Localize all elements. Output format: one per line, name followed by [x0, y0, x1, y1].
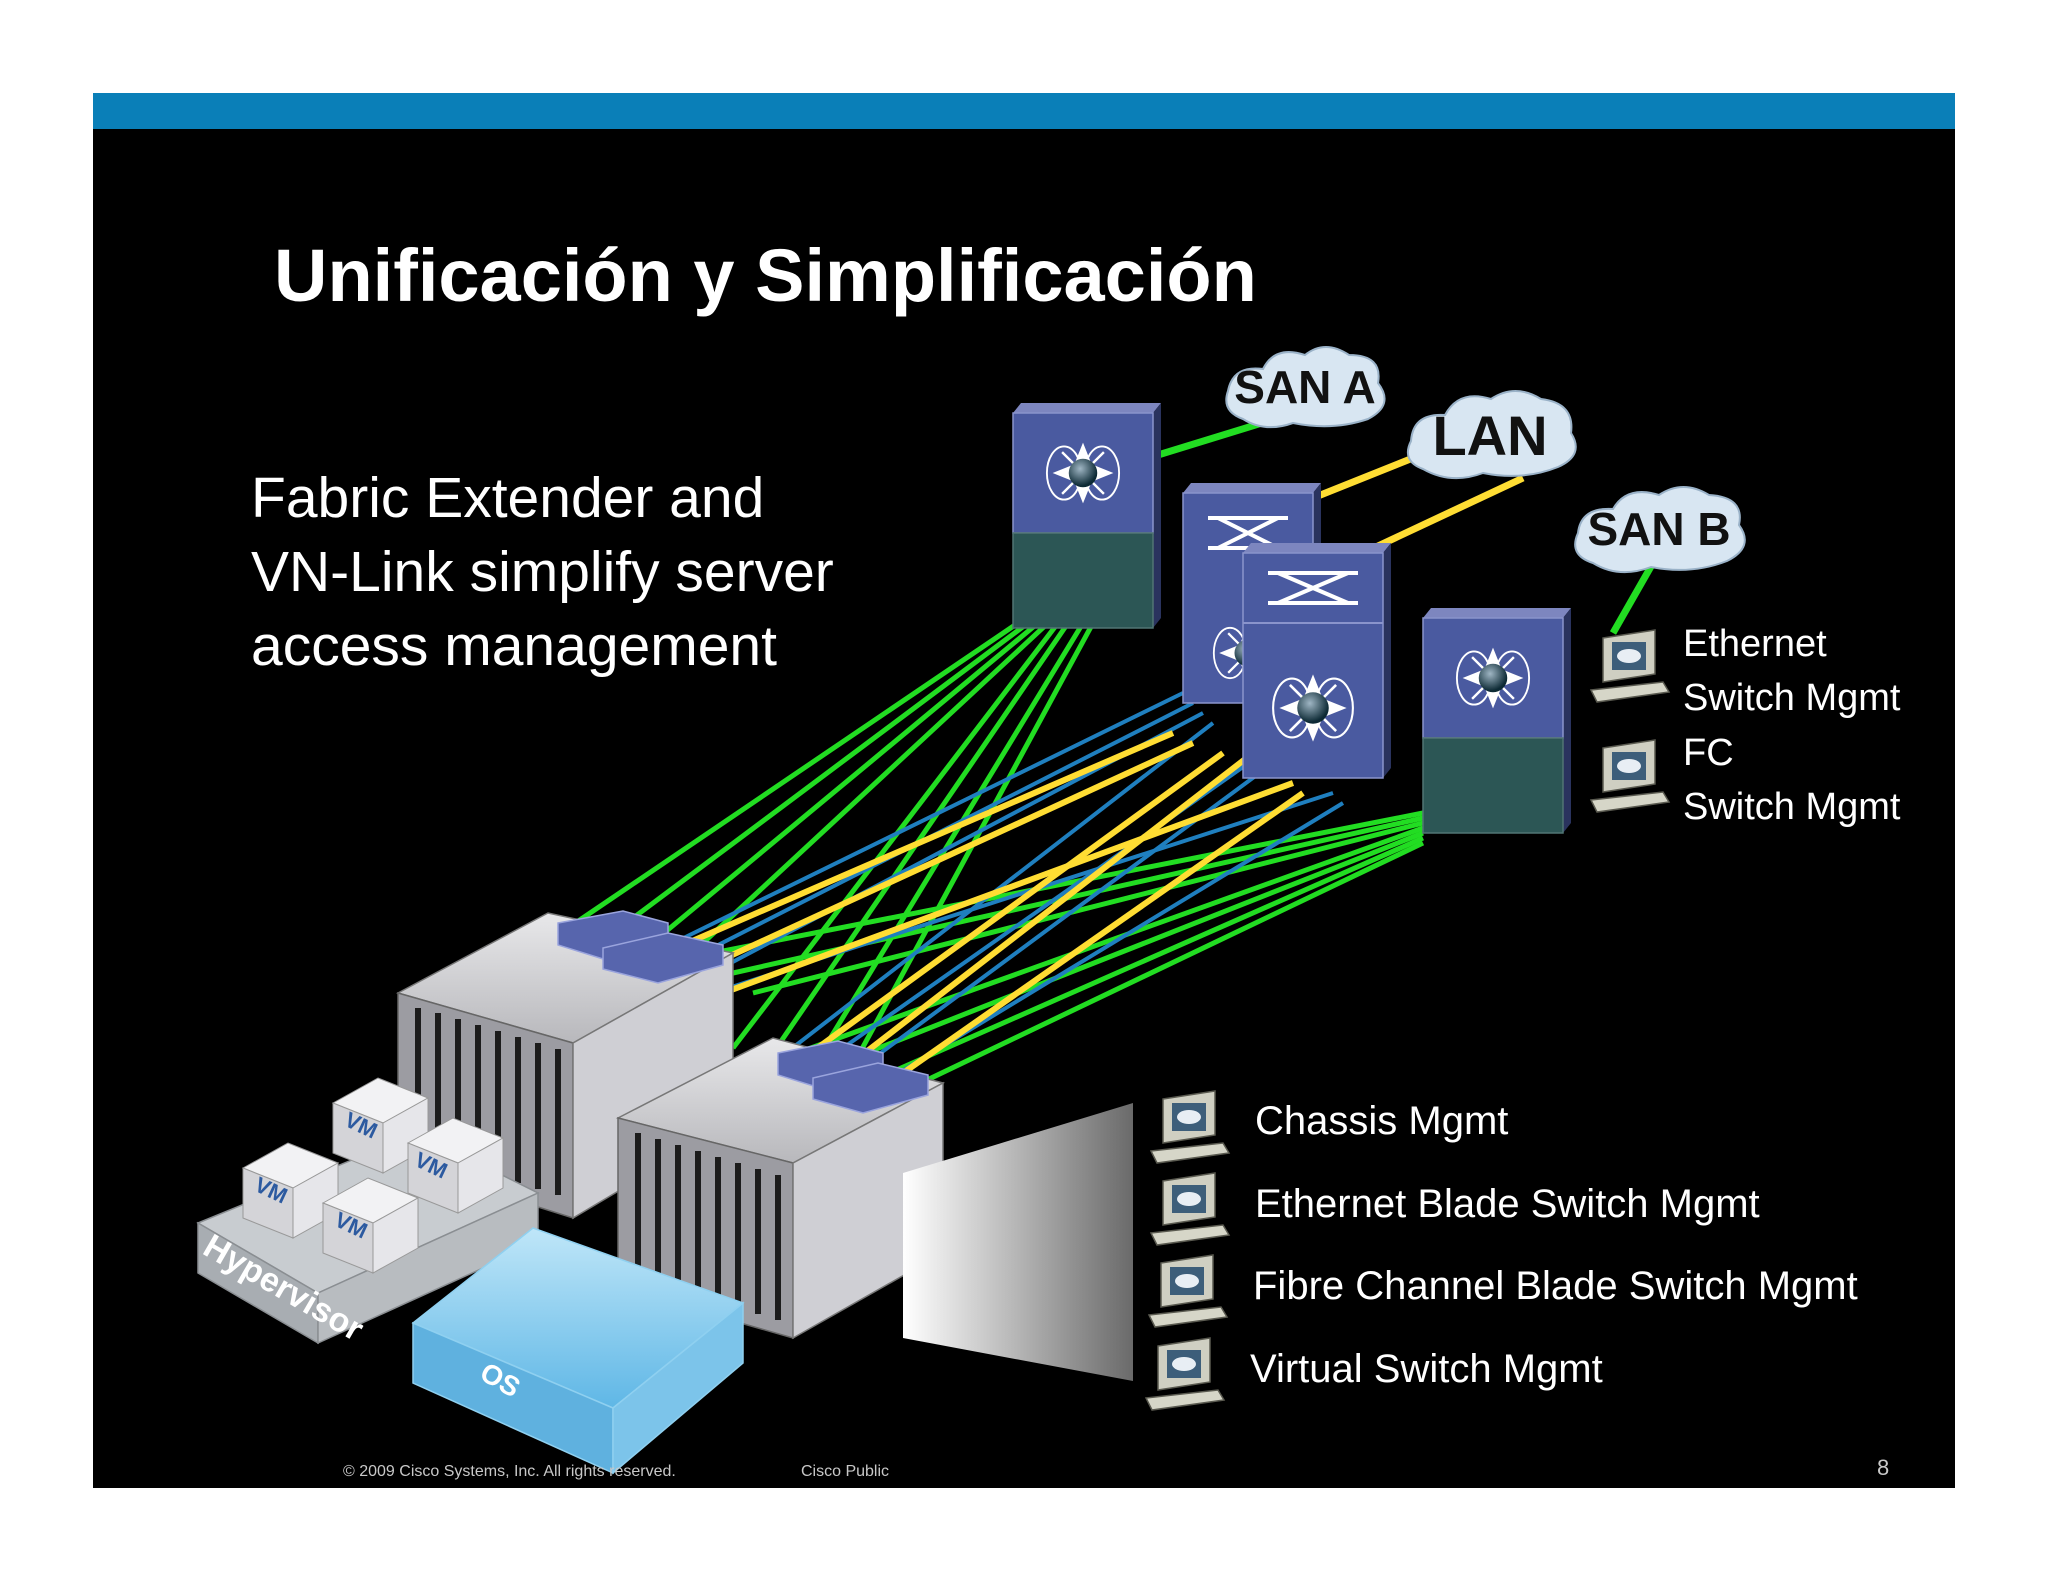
mgmt-item-ethernet-blade: Ethernet Blade Switch Mgmt: [1255, 1182, 1760, 1226]
vm-box: VM: [406, 1117, 505, 1214]
terminal-icon: [1150, 1090, 1230, 1164]
cloud-san-b: SAN B: [1574, 486, 1746, 574]
fabric-links: [566, 620, 1425, 1116]
vm-box: VM: [241, 1142, 340, 1239]
fabric-extender-1: [557, 910, 724, 984]
management-funnel: [903, 1103, 1133, 1381]
mgmt-label-ethernet-switch: Ethernet Switch Mgmt: [1683, 617, 1900, 725]
fabric-extender-2: [777, 1040, 929, 1114]
blade-chassis-2: [615, 1037, 946, 1340]
nexus-switch-front: [1242, 543, 1391, 779]
vm-box: VM: [321, 1177, 420, 1274]
terminal-icon: [1590, 629, 1670, 703]
terminal-icon: [1145, 1337, 1225, 1411]
mgmt-item-virtual-switch: Virtual Switch Mgmt: [1250, 1347, 1603, 1391]
cloud-san-a: SAN A: [1225, 346, 1386, 429]
os-layer: OS: [411, 1227, 745, 1475]
cloud-label-san-b: SAN B: [1587, 503, 1730, 555]
mgmt-label-line: FC: [1683, 732, 1734, 774]
terminal-icon: [1150, 1172, 1230, 1246]
fc-switch-san-b: [1422, 608, 1571, 834]
terminal-icon: [1148, 1254, 1228, 1328]
virtualization-stack: Hypervisor VM VM VM: [196, 1077, 745, 1475]
slide-title: Unificación y Simplificación: [274, 234, 1257, 317]
mgmt-label-line: Ethernet: [1683, 623, 1827, 665]
terminal-icon: [1590, 739, 1670, 813]
footer-classification: Cisco Public: [801, 1463, 890, 1480]
footer-copyright: © 2009 Cisco Systems, Inc. All rights re…: [343, 1463, 676, 1480]
mgmt-item-chassis: Chassis Mgmt: [1255, 1099, 1509, 1143]
slide-subtitle: Fabric Extender and VN-Link simplify ser…: [251, 466, 834, 678]
mgmt-item-fc-blade: Fibre Channel Blade Switch Mgmt: [1253, 1264, 1858, 1308]
network-diagram: SAN A LAN SAN B: [196, 346, 1746, 1475]
cloud-label-lan: LAN: [1432, 404, 1547, 467]
mgmt-label-line: Switch Mgmt: [1683, 677, 1901, 719]
cloud-lan: LAN: [1407, 390, 1577, 480]
mgmt-label-fc-switch: FC Switch Mgmt: [1683, 726, 1900, 834]
cloud-label-san-a: SAN A: [1234, 361, 1375, 413]
mgmt-label-line: Switch Mgmt: [1683, 786, 1901, 828]
header-accent-bar: [93, 93, 1955, 129]
fc-switch-san-a: [1012, 403, 1161, 629]
page-number: 8: [1877, 1455, 1890, 1480]
slide: Unificación y Simplificación Fabric Exte…: [93, 93, 1955, 1488]
